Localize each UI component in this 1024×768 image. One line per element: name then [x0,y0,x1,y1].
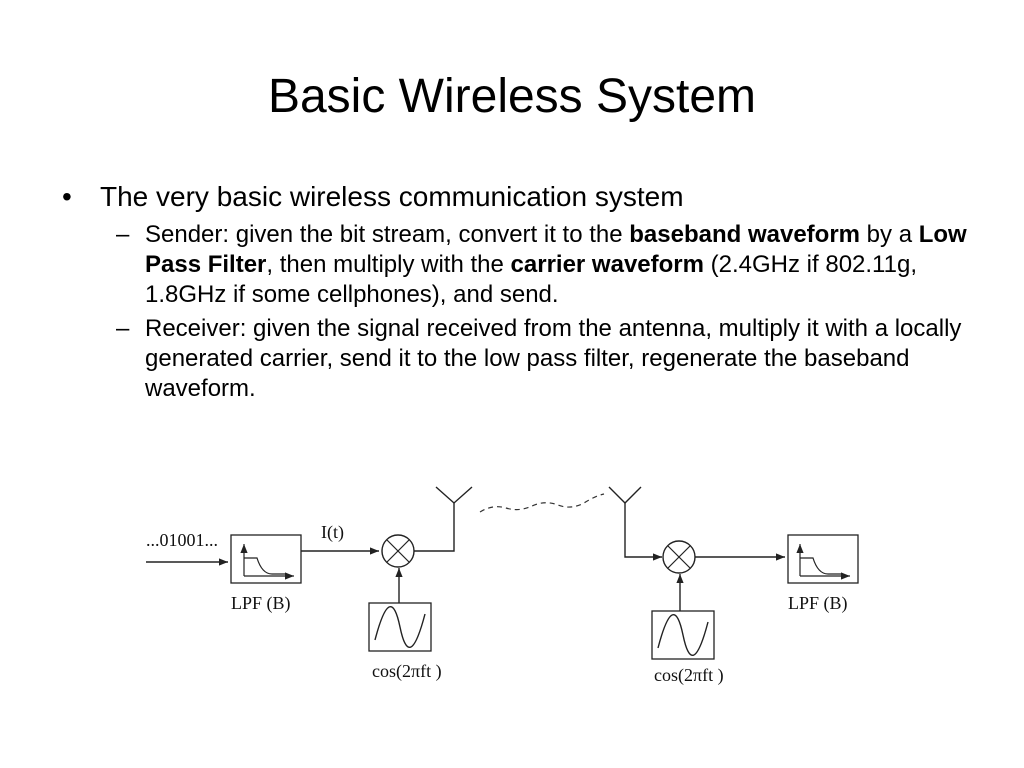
receiver-bullet: – Receiver: given the signal received fr… [62,314,972,404]
sender-text-1: given the bit stream, convert it to the [229,221,630,248]
sender-bold-carrier: carrier waveform [510,251,704,278]
rx-oscillator-label: cos(2πft ) [654,665,724,686]
main-bullet-text: The very basic wireless communication sy… [100,181,684,212]
rx-lpf-block [787,534,859,584]
wireless-channel-wave [479,493,605,513]
rx-lpf-label: LPF (B) [788,593,848,614]
tx-oscillator [368,602,432,652]
tx-oscillator-label: cos(2πft ) [372,661,442,682]
sender-bold-baseband: baseband waveform [629,221,861,248]
slide-title: Basic Wireless System [267,70,757,123]
sender-text-4: (2.4GHz if 802.11g, 1.8GHz if some cellp… [145,251,917,308]
tx-mixer [381,534,415,568]
sender-label: Sender: [145,221,230,248]
dash-glyph: – [116,315,130,342]
tx-feed-line [414,503,455,552]
rx-mixer [662,540,696,574]
rx-antenna-icon [608,486,642,504]
tx-antenna-icon [435,486,473,504]
baseband-signal-label: I(t) [321,522,344,543]
tx-lpf-block [230,534,302,584]
main-bullet: • The very basic wireless communication … [62,178,972,216]
sender-bullet: – Sender: given the bit stream, convert … [62,220,972,310]
sender-text-3: , then multiply with the [266,251,511,278]
receiver-text: Receiver: given the signal received from… [145,315,962,402]
rx-feed-line [624,503,662,561]
bitstream-label: ...01001... [146,530,218,550]
sender-text-2: by a [860,221,919,248]
rx-oscillator [651,610,715,660]
bullet-glyph: • [62,181,72,212]
dash-glyph: – [116,221,130,248]
slide-content: • The very basic wireless communication … [62,178,972,404]
tx-lpf-label: LPF (B) [231,593,291,614]
sub-bullet-list: – Sender: given the bit stream, convert … [62,220,972,404]
sender-bold-lpf: Low Pass Filter [145,221,967,278]
